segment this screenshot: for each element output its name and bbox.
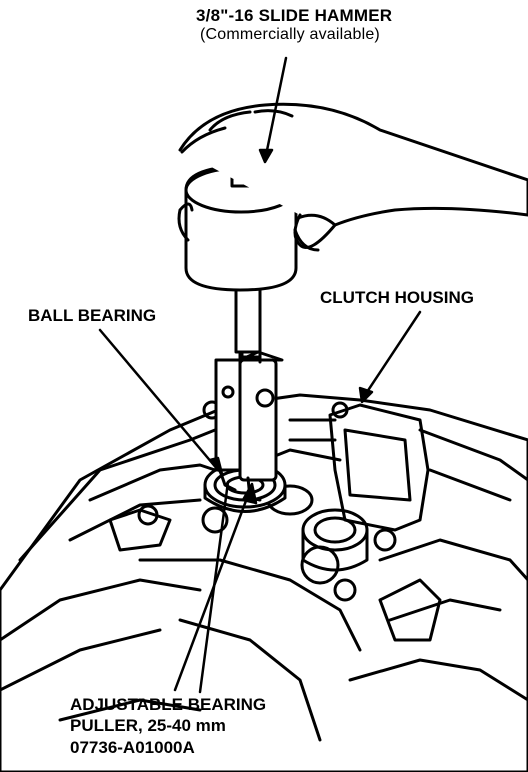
puller-label-line1: ADJUSTABLE BEARING [70,695,267,714]
slide-hammer-note: (Commercially available) [200,25,380,43]
slide-hammer-title: 3/8"-16 SLIDE HAMMER [196,6,393,25]
puller-label-line2: PULLER, 25-40 mm [70,716,226,736]
slide-hammer-label: 3/8"-16 SLIDE HAMMER (Commercially avail… [196,6,392,44]
clutch-housing-label: CLUTCH HOUSING [320,288,474,307]
ball-bearing-label: BALL BEARING [28,306,157,325]
clutch-housing-illustration [0,393,528,772]
bearing-puller-label: ADJUSTABLE BEARING PULLER, 25-40 mm 0773… [70,694,266,758]
leader-lines [98,56,422,694]
puller-label-line3: 07736-A01000A [70,737,195,757]
